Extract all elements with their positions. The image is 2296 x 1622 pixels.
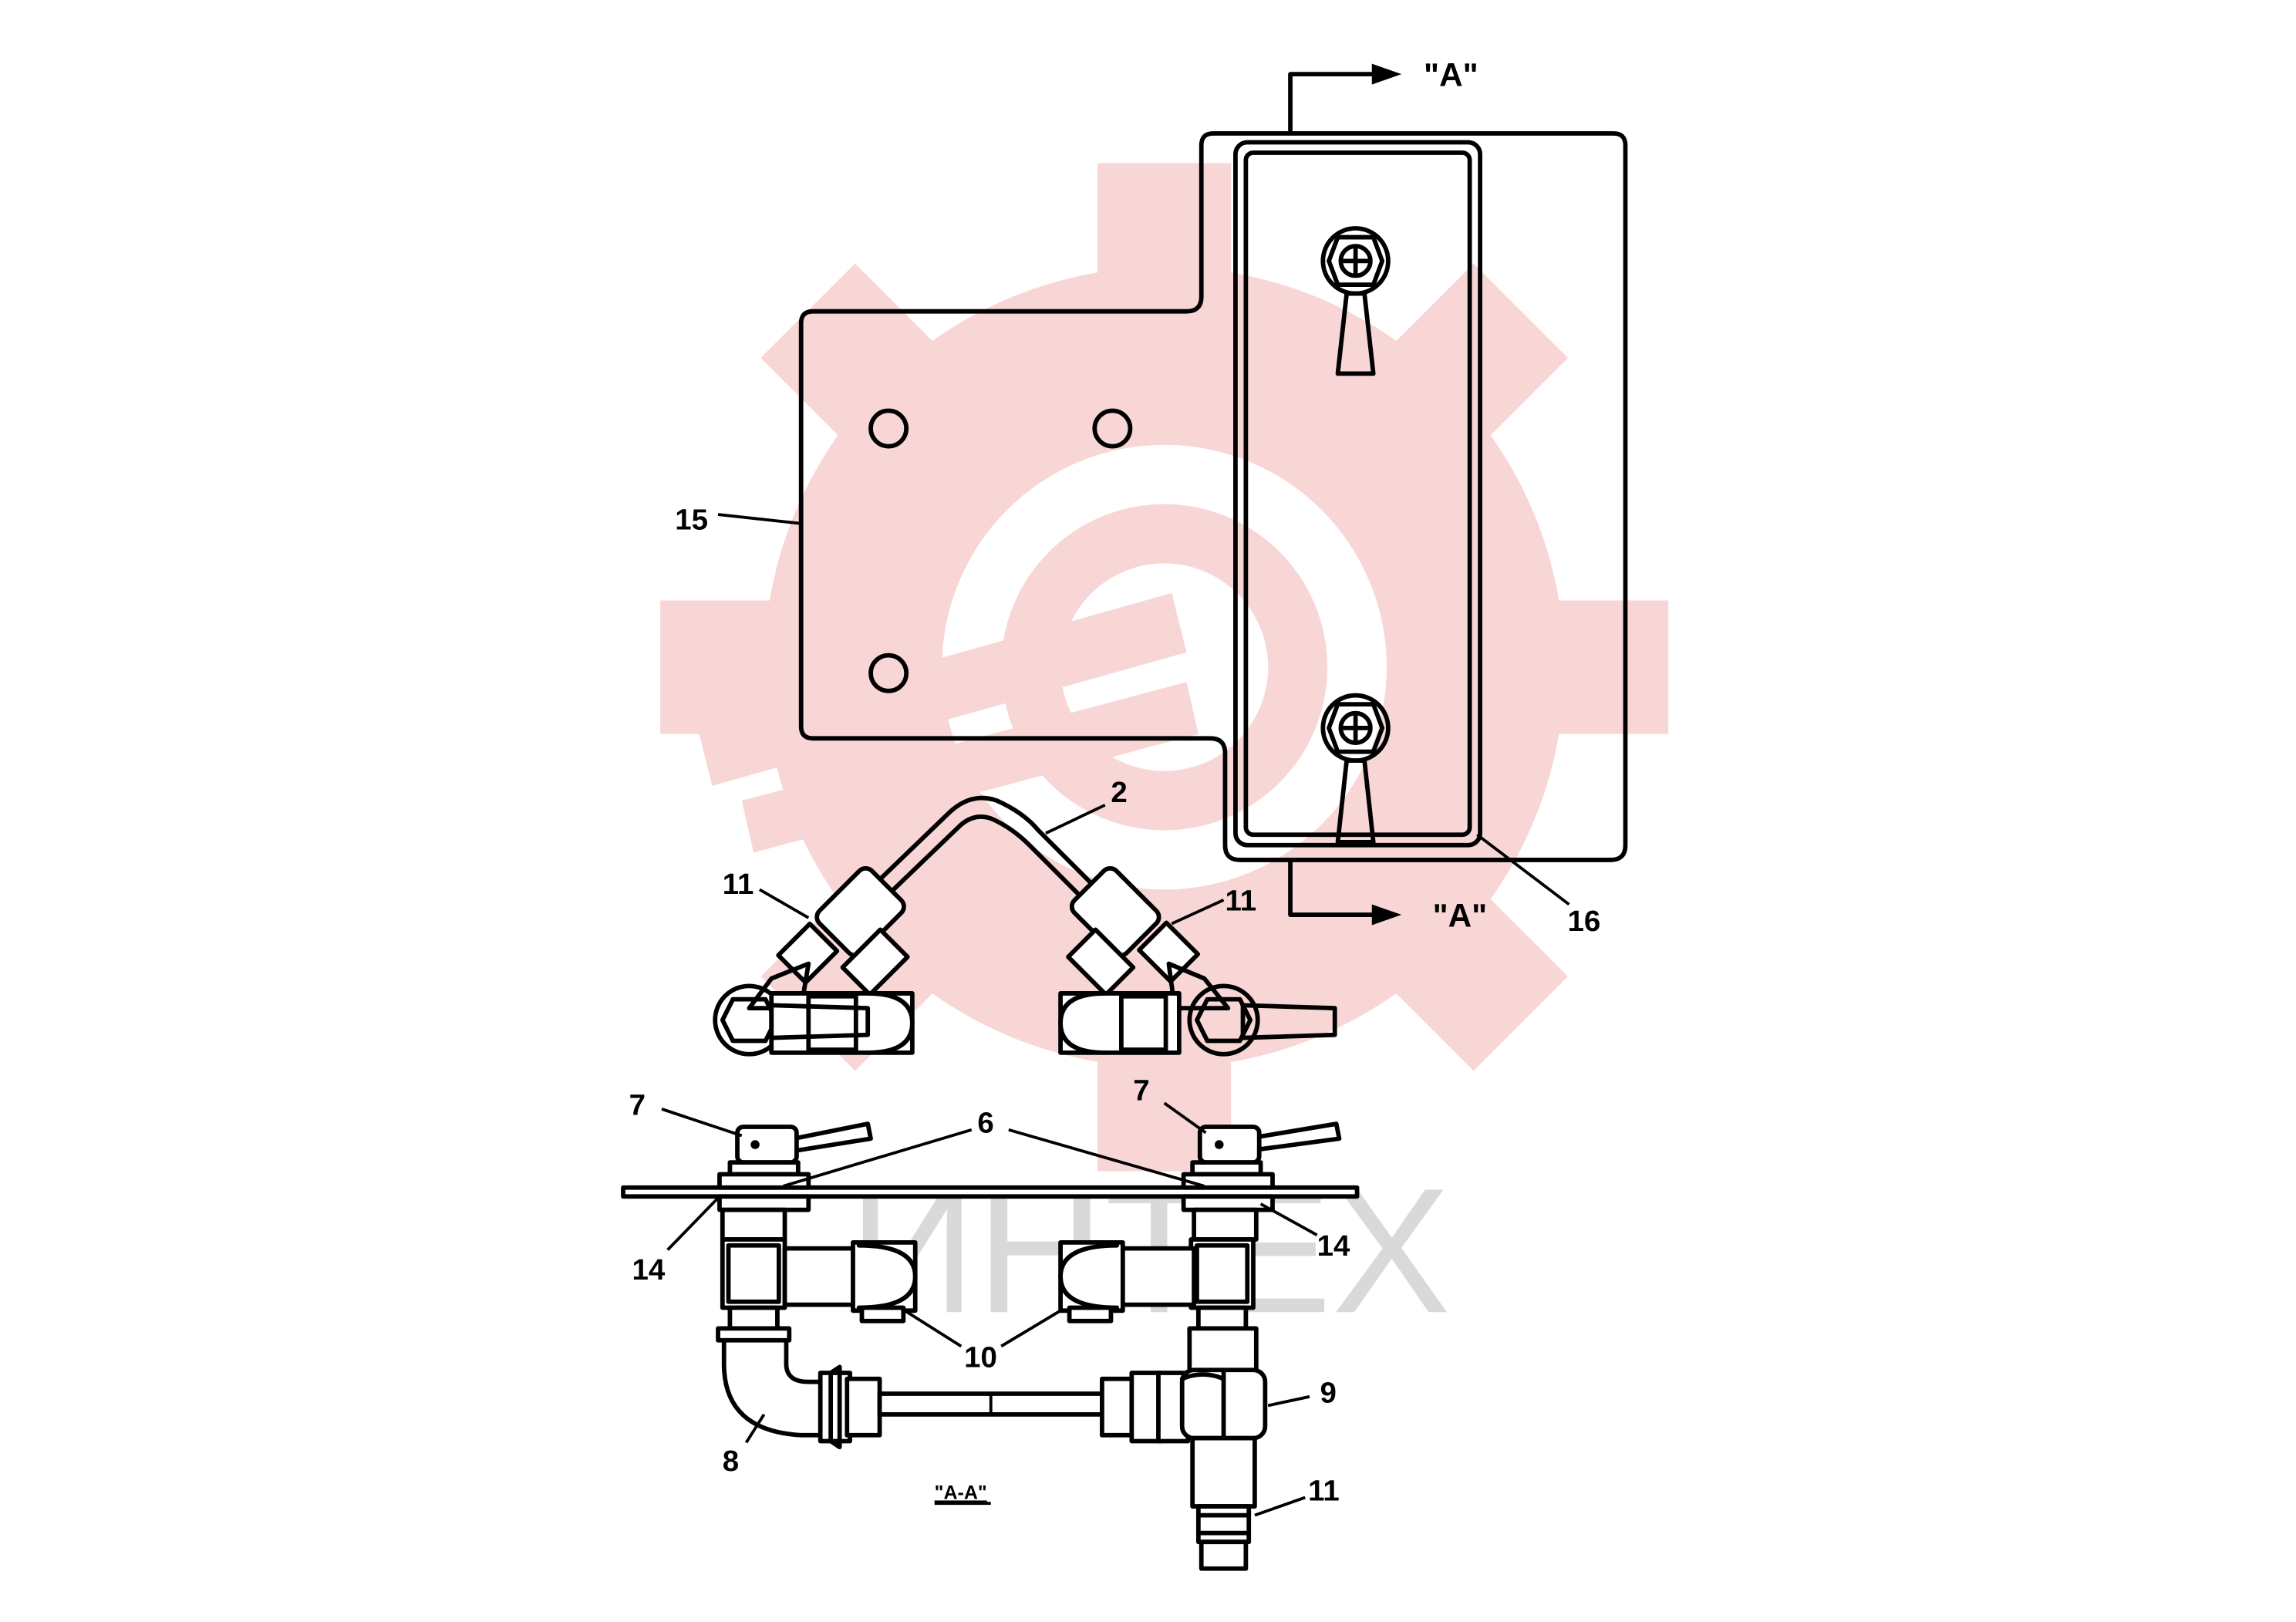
section-plate bbox=[621, 1185, 1360, 1199]
label-8: 8 bbox=[723, 1445, 739, 1478]
valve-top-icon bbox=[1320, 226, 1391, 376]
label-9: 9 bbox=[1320, 1376, 1336, 1409]
section-arrow-top bbox=[1288, 63, 1402, 133]
section-arrow-bottom bbox=[1288, 860, 1402, 926]
left-elbow-valve bbox=[713, 865, 915, 1057]
label-10: 10 bbox=[964, 1340, 997, 1374]
label-11-right: 11 bbox=[1225, 884, 1256, 917]
tube-2 bbox=[867, 795, 1106, 910]
left-valve-stack bbox=[716, 1121, 918, 1343]
label-6: 6 bbox=[977, 1107, 993, 1140]
label-2: 2 bbox=[1111, 776, 1127, 809]
plate-15 bbox=[798, 131, 1628, 862]
mounting-hole bbox=[868, 408, 909, 449]
label-11-left: 11 bbox=[723, 868, 754, 901]
right-valve-stack bbox=[1058, 1121, 1342, 1375]
valve-bottom-icon bbox=[1320, 693, 1391, 845]
label-7-left: 7 bbox=[629, 1089, 646, 1122]
label-15: 15 bbox=[675, 503, 708, 536]
label-7-right: 7 bbox=[1133, 1074, 1149, 1107]
mounting-hole bbox=[1092, 408, 1133, 449]
mounting-hole bbox=[868, 653, 909, 693]
elbow-8 bbox=[721, 1337, 882, 1450]
section-mark-bottom: "A" bbox=[1433, 897, 1488, 933]
label-16: 16 bbox=[1568, 905, 1601, 938]
tee-9 bbox=[1100, 1367, 1268, 1571]
panel-16 bbox=[1233, 140, 1482, 848]
connecting-tube bbox=[877, 1391, 1104, 1417]
label-11-bottom: 11 bbox=[1308, 1474, 1340, 1507]
label-14-left: 14 bbox=[632, 1253, 666, 1286]
section-title: "A-A" bbox=[935, 1482, 987, 1503]
leader-lines bbox=[661, 513, 1570, 1517]
right-elbow-valve bbox=[1058, 865, 1337, 1057]
label-14-right: 14 bbox=[1317, 1229, 1350, 1263]
section-mark-top: "A" bbox=[1424, 56, 1478, 93]
